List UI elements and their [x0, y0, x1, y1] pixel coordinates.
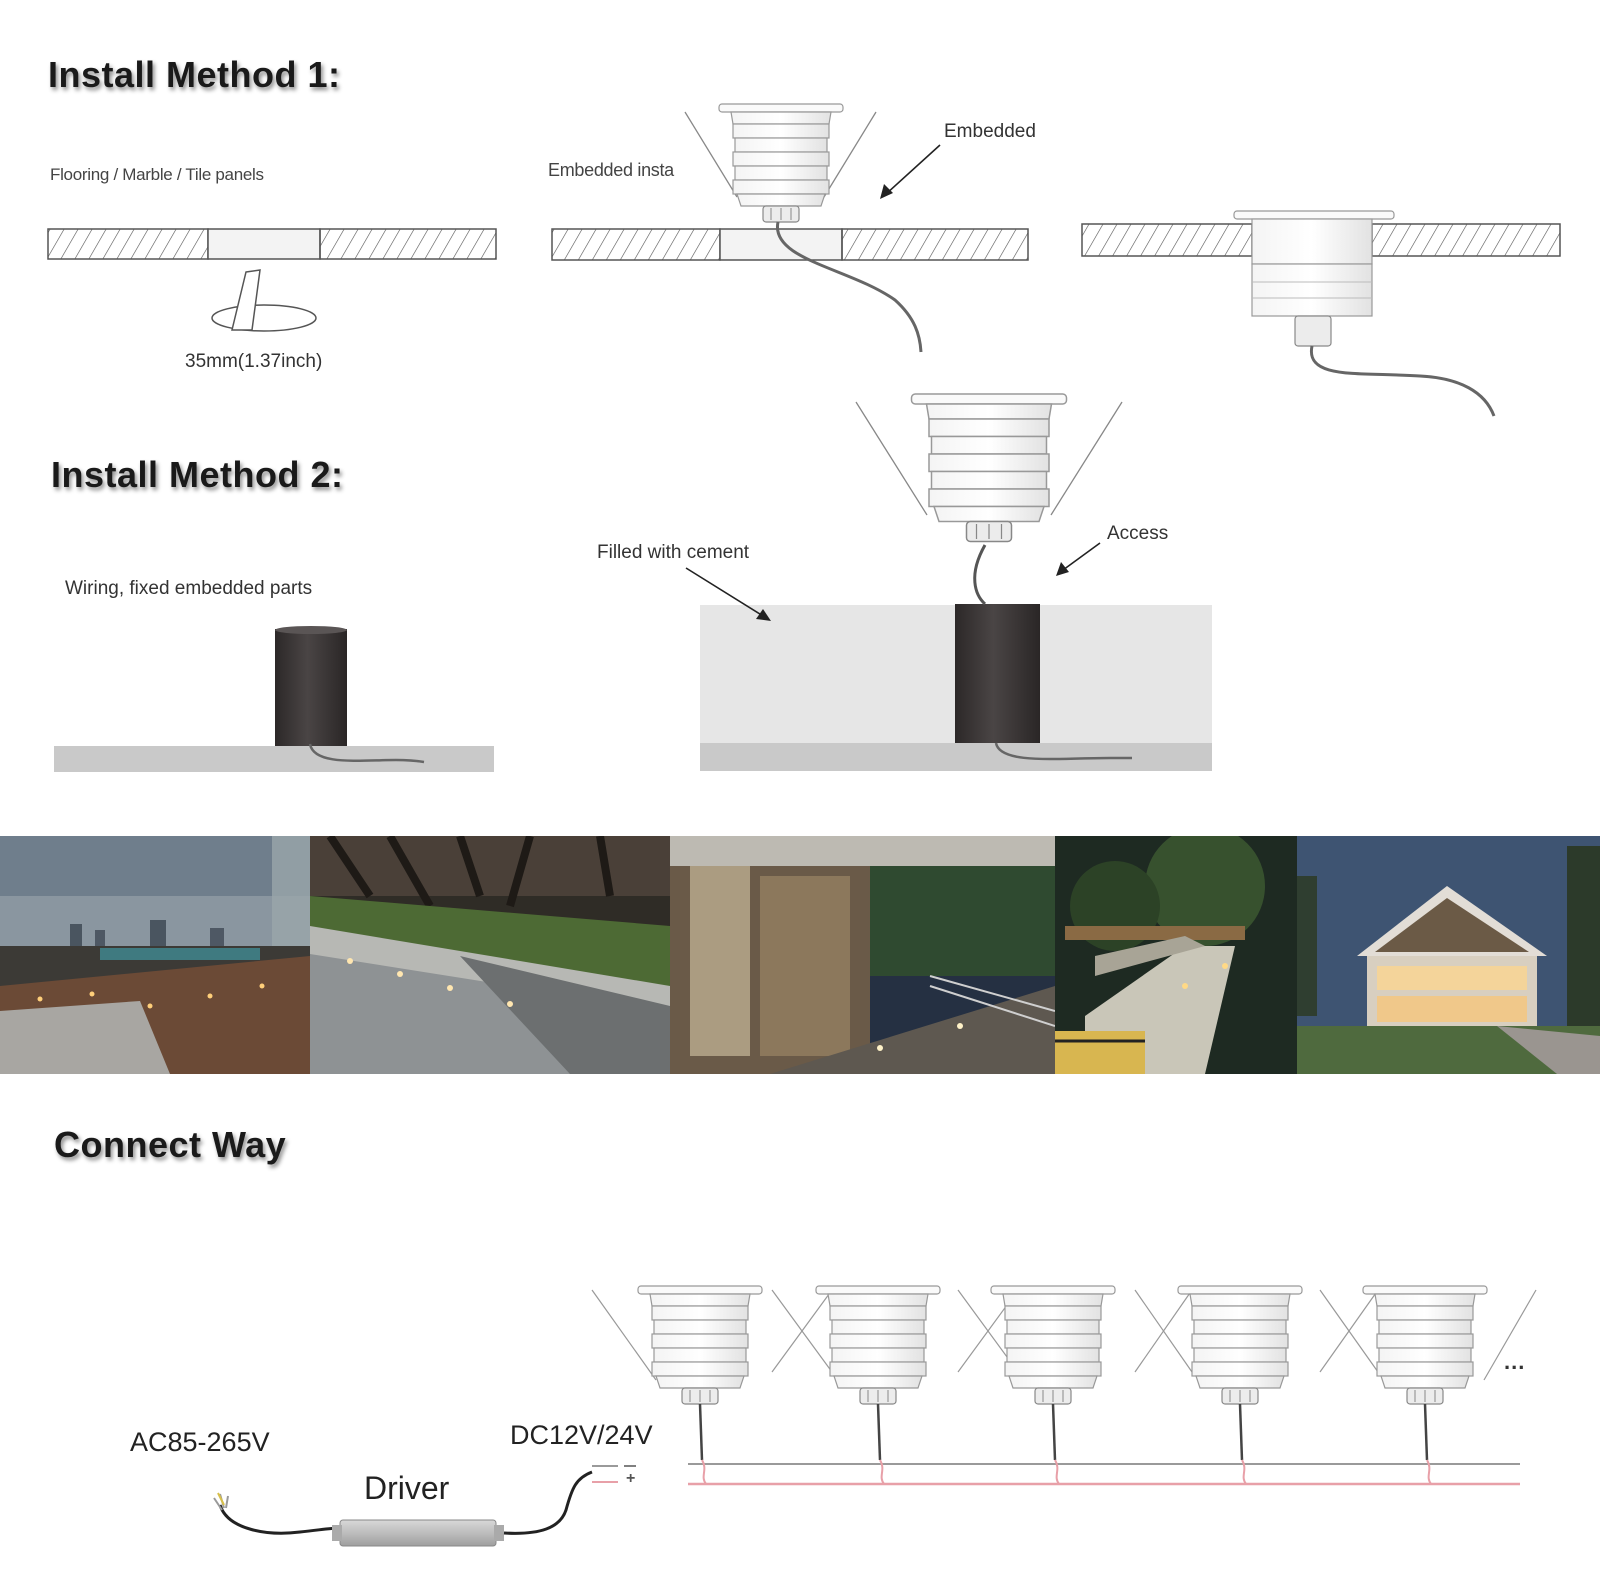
embedded-sleeve-panel: [54, 626, 494, 772]
embedded-label: Embedded: [944, 121, 1036, 142]
house-exterior-photo: [1297, 836, 1600, 1074]
terrace-night-photo: [670, 836, 1055, 1074]
driver-label: Driver: [364, 1470, 450, 1506]
driver-unit: [213, 1465, 636, 1547]
panel-material-label: Flooring / Marble / Tile panels: [50, 165, 264, 184]
embedded-fixture-panel: [551, 103, 1029, 353]
wiring-label: Wiring, fixed embedded parts: [65, 578, 313, 599]
plus-sign: +: [626, 1470, 636, 1487]
fixture-chain: [591, 1285, 1537, 1405]
method1-heading: Install Method 1:: [48, 54, 341, 95]
dc-voltage-label: DC12V/24V: [510, 1420, 653, 1450]
hole-size-label: 35mm(1.37inch): [185, 351, 323, 372]
cement-filled-panel: [685, 393, 1212, 771]
more-fixtures-ellipsis: ...: [1504, 1349, 1526, 1374]
embedded-install-label: Embedded insta: [548, 160, 674, 180]
bus-wires: [688, 1403, 1520, 1486]
installed-fixture-panel: [1081, 210, 1561, 417]
access-label: Access: [1107, 523, 1169, 544]
garden-walkway-photo: [1055, 836, 1297, 1074]
method2-heading: Install Method 2:: [51, 454, 344, 495]
drill-bit-icon: [211, 269, 317, 332]
ac-voltage-label: AC85-265V: [130, 1427, 270, 1457]
rooftop-deck-photo: [0, 836, 310, 1074]
connect-heading: Connect Way: [54, 1124, 287, 1165]
garden-path-photo: [310, 836, 670, 1074]
panel-with-hole: [47, 228, 497, 260]
cement-label: Filled with cement: [597, 542, 750, 563]
